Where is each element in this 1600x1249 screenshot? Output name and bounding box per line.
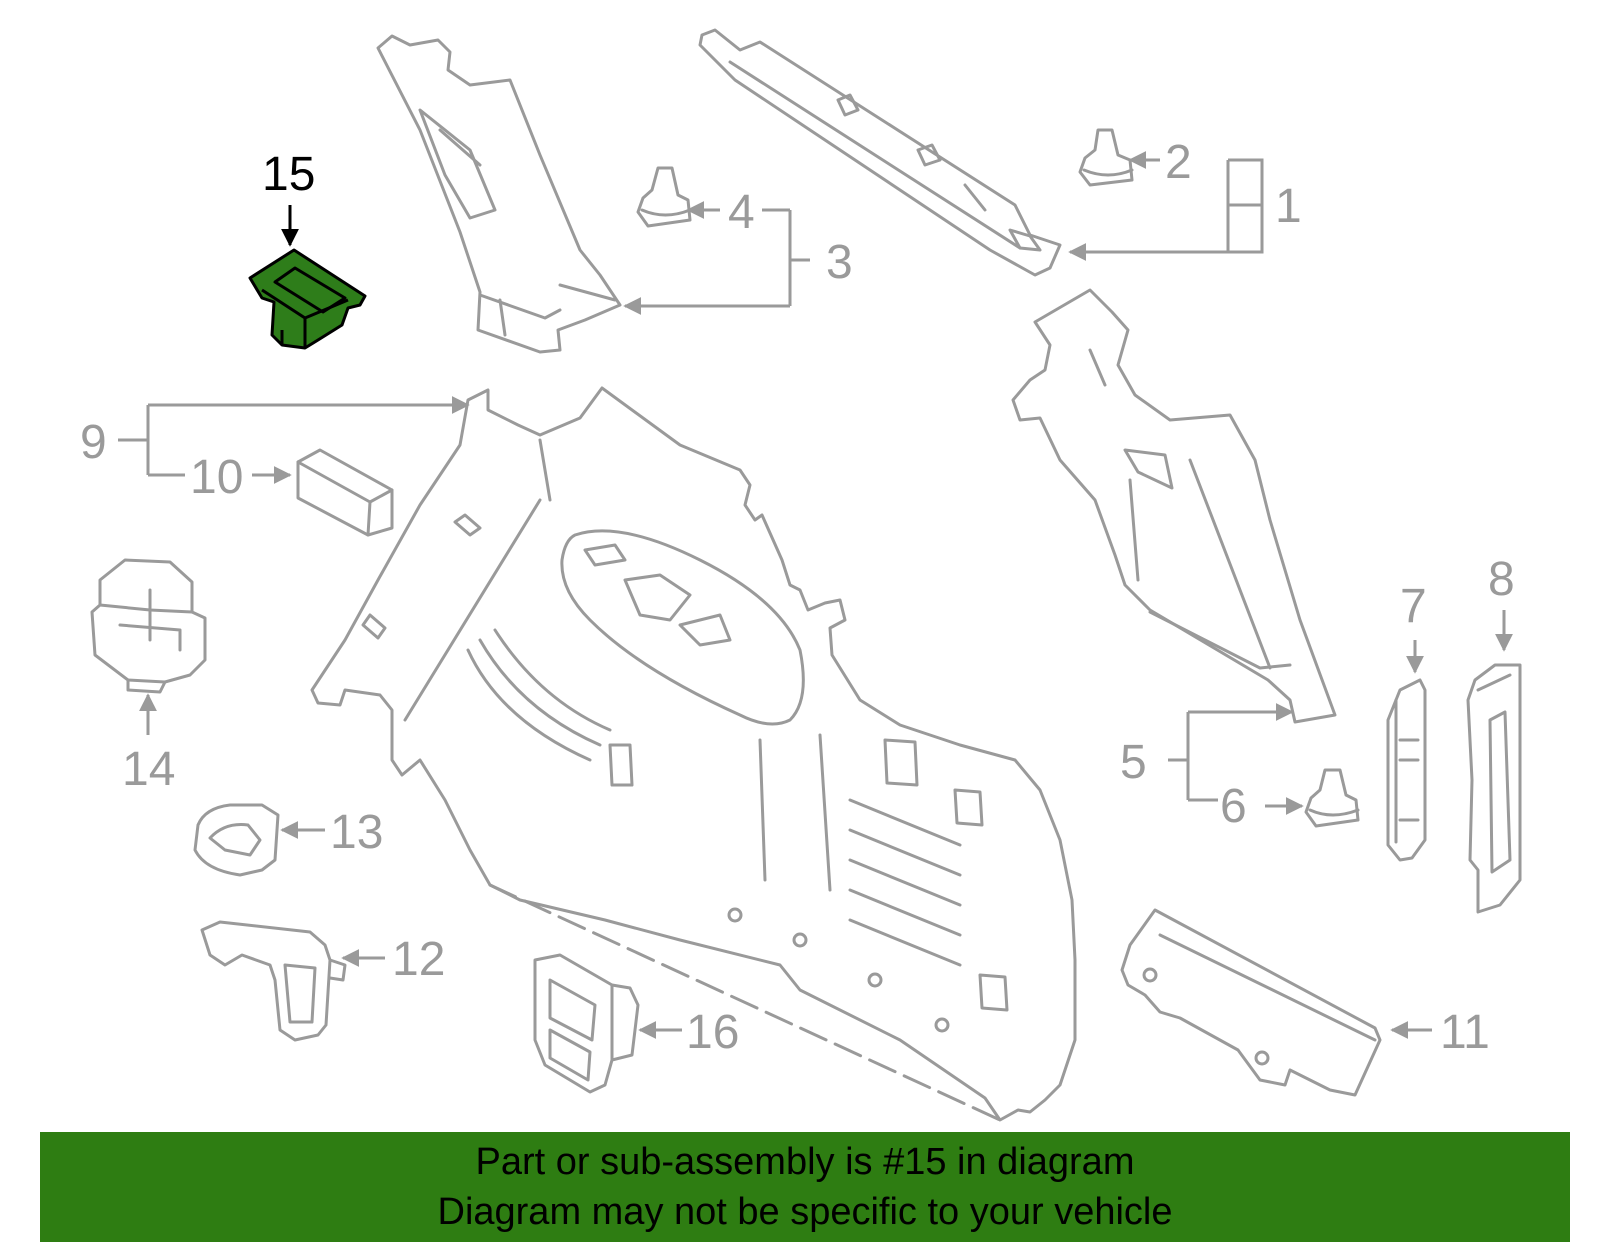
callout-1: 1 — [1275, 180, 1302, 233]
callout-3: 3 — [826, 236, 853, 289]
part-4-clip[interactable] — [636, 166, 692, 228]
callout-14: 14 — [122, 743, 175, 796]
callout-9: 9 — [80, 416, 107, 469]
callout-5: 5 — [1120, 736, 1147, 789]
part-13-clip-ring[interactable] — [193, 803, 280, 877]
part-14-connector[interactable] — [90, 558, 207, 694]
callout-4: 4 — [728, 186, 755, 239]
part-6-clip[interactable] — [1304, 768, 1360, 828]
callout-8: 8 — [1488, 553, 1515, 606]
part-9-quarter-trim-panel[interactable] — [310, 386, 1077, 1122]
callout-labels: 1 2 3 4 5 6 7 8 9 10 11 12 13 14 15 16 — [80, 136, 1515, 1059]
part-15-highlighted-cup[interactable] — [248, 248, 367, 350]
banner-line-part: Part or sub-assembly is #15 in diagram — [475, 1141, 1135, 1183]
callout-2: 2 — [1165, 136, 1192, 189]
callout-12: 12 — [392, 933, 445, 986]
callout-13: 13 — [330, 806, 383, 859]
part-12-hook-bracket[interactable] — [200, 920, 347, 1042]
part-16-vent-grille[interactable] — [533, 953, 640, 1094]
callout-10: 10 — [190, 451, 243, 504]
callout-11: 11 — [1440, 1006, 1490, 1059]
part-5-quarter-upper-trim[interactable] — [1011, 288, 1337, 724]
callout-15: 15 — [262, 148, 315, 201]
part-8-side-trim[interactable] — [1466, 663, 1522, 914]
part-1-rear-trim-rail[interactable] — [698, 28, 1062, 277]
part-2-clip[interactable] — [1078, 128, 1134, 187]
part-10-block[interactable] — [296, 448, 394, 537]
part-3-pillar-trim[interactable] — [376, 34, 622, 354]
part-notice-banner: Part or sub-assembly is #15 in diagram D… — [40, 1132, 1570, 1242]
callout-16: 16 — [686, 1006, 739, 1059]
part-11-bracket[interactable] — [1120, 908, 1382, 1097]
leader-lines — [118, 151, 1513, 1039]
part-7-narrow-trim[interactable] — [1386, 678, 1427, 862]
banner-line-disclaimer: Diagram may not be specific to your vehi… — [437, 1191, 1173, 1233]
callout-6: 6 — [1220, 780, 1247, 833]
callout-7: 7 — [1400, 580, 1427, 633]
